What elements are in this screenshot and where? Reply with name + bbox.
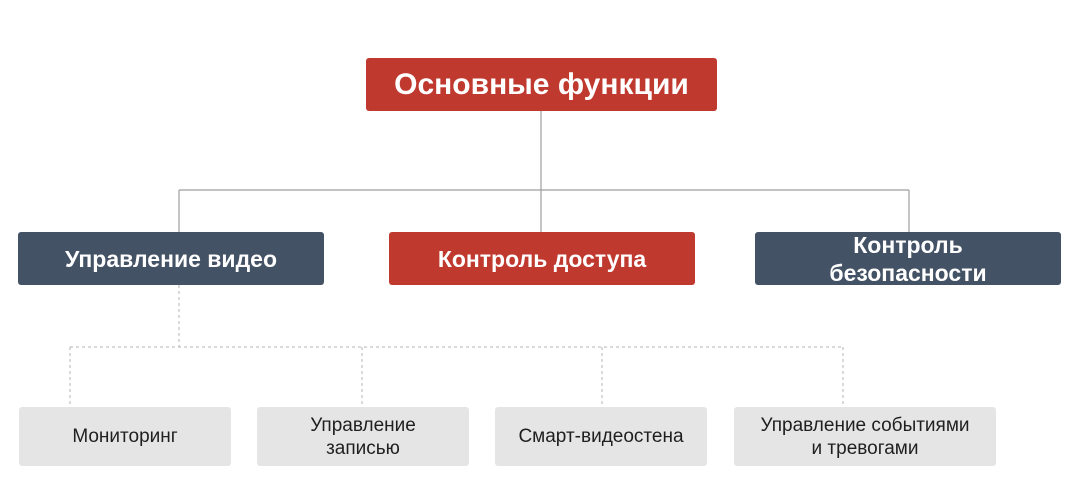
node-recording-management: Управление записью	[257, 407, 469, 466]
root-node-main-functions: Основные функции	[366, 58, 717, 111]
root-node-label: Основные функции	[394, 67, 689, 101]
node-monitoring: Мониторинг	[19, 407, 231, 466]
node-access-control: Контроль доступа	[389, 232, 695, 285]
node-events-alarms-management: Управление событиями и тревогами	[734, 407, 996, 466]
node-security-control: Контроль безопасности	[755, 231, 1061, 286]
node-security-control-label: Контроль безопасности	[829, 231, 987, 286]
node-video-management-label: Управление видео	[64, 245, 278, 272]
node-video-management: Управление видео	[18, 232, 324, 285]
node-smart-videowall: Смарт-видеостена	[495, 407, 707, 466]
node-events-alarms-management-label: Управление событиями и тревогами	[760, 414, 970, 459]
node-monitoring-label: Мониторинг	[72, 426, 178, 447]
node-smart-videowall-label: Смарт-видеостена	[518, 426, 684, 447]
node-recording-management-label: Управление записью	[310, 414, 416, 459]
node-access-control-label: Контроль доступа	[437, 245, 647, 272]
